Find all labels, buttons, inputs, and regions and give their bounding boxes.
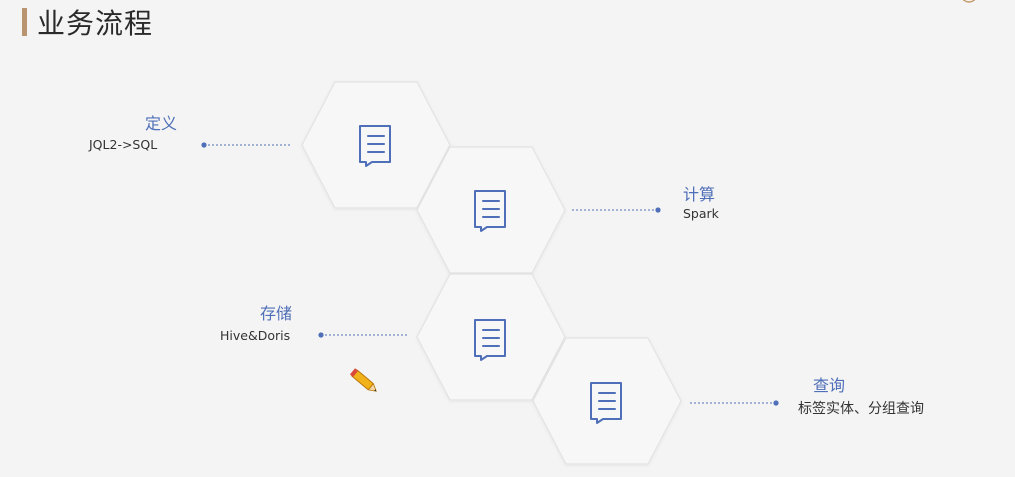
pencil-icon — [349, 368, 377, 392]
document-list-icon — [474, 190, 506, 232]
connector-dot — [318, 332, 324, 338]
connector-store — [318, 332, 408, 338]
connector-dot — [201, 142, 207, 148]
connector-compute — [572, 207, 661, 213]
document-list-icon — [474, 319, 506, 361]
step-compute-desc: Spark — [683, 206, 719, 221]
step-store-desc: Hive&Doris — [220, 328, 291, 343]
step-define-title: 定义 — [145, 114, 178, 133]
step-compute-title: 计算 — [683, 185, 716, 204]
connector-query — [690, 400, 779, 406]
step-query-title: 查询 — [813, 376, 846, 395]
step-define-desc: JQL2->SQL — [89, 137, 158, 152]
step-query-desc: 标签实体、分组查询 — [798, 401, 924, 417]
title-accent-bar — [22, 8, 27, 36]
document-list-icon — [590, 382, 622, 424]
connector-dot — [773, 400, 779, 406]
brand-logo — [962, 0, 976, 3]
step-store-title: 存储 — [260, 304, 293, 323]
connector-define — [201, 142, 292, 148]
connector-dot — [655, 207, 661, 213]
page-title: 业务流程 — [37, 7, 154, 40]
document-list-icon — [359, 125, 391, 167]
